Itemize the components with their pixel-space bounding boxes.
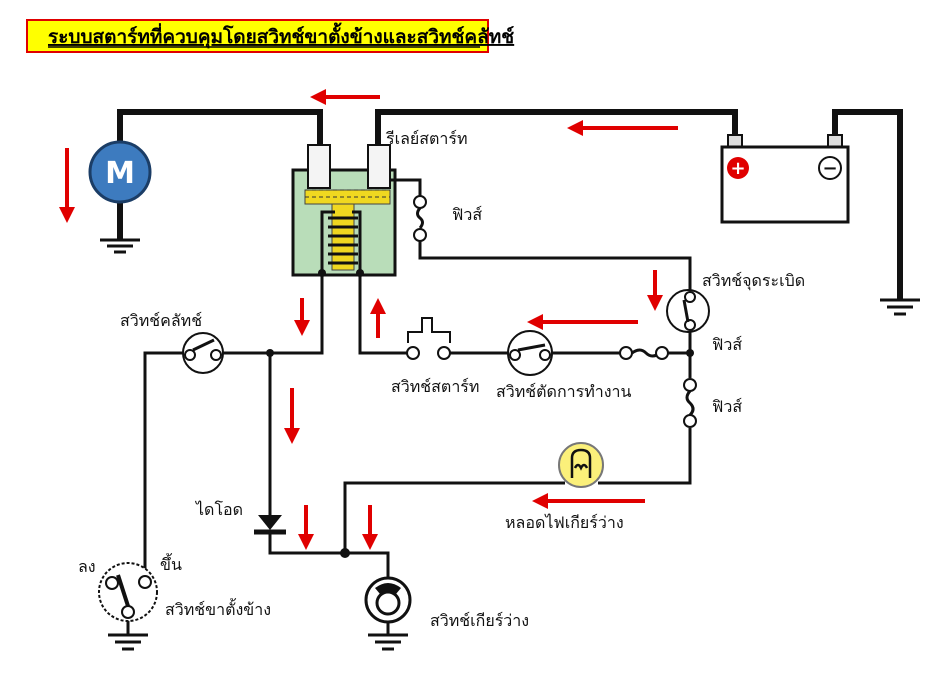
control-wires: [143, 241, 694, 580]
sidestand-switch-icon: [98, 562, 158, 622]
current-flow-arrows: [59, 89, 678, 550]
neutral-lamp-icon: [558, 442, 604, 488]
kill-switch-icon: [507, 330, 553, 376]
svg-text:M: M: [105, 156, 135, 191]
fuse-icon: [619, 346, 669, 360]
label-kill-switch: สวิทช์ตัดการทำงาน: [496, 382, 632, 401]
battery-icon: + −: [720, 134, 850, 224]
label-starter-relay: รีเลย์สตาร์ท: [386, 129, 468, 148]
label-fuse-vertical: ฟิวส์: [712, 397, 742, 416]
label-neutral-lamp: หลอดไฟเกียร์ว่าง: [505, 513, 624, 532]
label-clutch-switch: สวิทช์คลัทช์: [120, 311, 202, 330]
ignition-switch-icon: [666, 289, 710, 333]
battery-positive-icon: [727, 157, 749, 179]
label-sidestand-switch: สวิทช์ขาตั้งข้าง: [165, 598, 271, 619]
label-sidestand-up: ขึ้น: [160, 553, 182, 574]
ground-icon: [100, 238, 920, 651]
label-sidestand-down: ลง: [78, 557, 96, 576]
fuse-icon: [683, 378, 697, 428]
battery-negative-icon: [818, 156, 842, 180]
label-diode: ไดโอด: [194, 500, 243, 519]
label-ignition-switch: สวิทช์จุดระเบิด: [702, 271, 805, 291]
svg-text:−: −: [822, 158, 837, 179]
fuse-icon: [413, 195, 427, 209]
clutch-switch-icon: [182, 332, 224, 374]
starter-relay-icon: [291, 144, 427, 277]
starter-motor-icon: M: [88, 140, 152, 204]
main-wires: [117, 109, 903, 300]
label-neutral-switch: สวิทช์เกียร์ว่าง: [430, 611, 529, 630]
label-start-switch: สวิทช์สตาร์ท: [391, 377, 479, 396]
start-switch-icon: [406, 317, 451, 360]
neutral-switch-icon: [364, 576, 412, 624]
label-relay-fuse: ฟิวส์: [452, 205, 482, 224]
title-banner: ระบบสตาร์ทที่ควบคุมโดยสวิทช์ขาตั้งข้างแล…: [26, 19, 514, 53]
diagram-title: ระบบสตาร์ทที่ควบคุมโดยสวิทช์ขาตั้งข้างแล…: [48, 22, 514, 49]
diode-icon: [254, 515, 286, 535]
label-fuse-horizontal: ฟิวส์: [712, 335, 742, 354]
svg-text:+: +: [730, 158, 745, 179]
